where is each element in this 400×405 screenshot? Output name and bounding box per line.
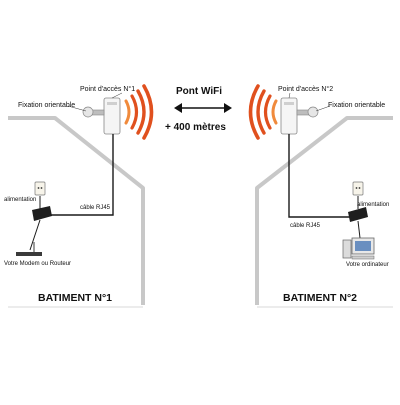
access-point-1-label: Point d'accès N°1 xyxy=(80,86,136,93)
power-2-label: alimentation xyxy=(357,202,390,208)
mount-icon xyxy=(296,106,319,118)
power-adapter-icon xyxy=(32,206,52,221)
building-2-label: BATIMENT N°2 xyxy=(283,292,358,304)
cable-2-label: câble RJ45 xyxy=(290,223,321,229)
device-cable-right xyxy=(357,220,361,239)
device-1-label: Votre Modem ou Routeur xyxy=(4,261,72,267)
device-cable-left xyxy=(29,219,41,251)
ap-pointer xyxy=(288,92,291,99)
device-2-label: Votre ordinateur xyxy=(346,262,389,268)
bridge-distance: + 400 mètres xyxy=(165,122,226,133)
router-icon xyxy=(16,242,42,256)
access-point-icon xyxy=(103,97,121,135)
access-point-icon xyxy=(280,97,298,135)
cable-1-label: câble RJ45 xyxy=(80,205,111,211)
bridge-title: Pont WiFi xyxy=(176,86,223,97)
computer-icon xyxy=(342,237,375,260)
double-arrow-icon xyxy=(174,103,232,113)
power-outlet-icon xyxy=(352,181,364,196)
building-1-outline xyxy=(8,116,145,305)
building-1-label: BATIMENT N°1 xyxy=(38,292,113,304)
mount-1-label: Fixation orientable xyxy=(18,102,76,109)
wifi-wave-icon xyxy=(248,84,278,140)
ap-pointer xyxy=(111,92,123,99)
mount-pointer xyxy=(67,105,87,112)
building-2-outline xyxy=(255,116,393,305)
power-1-label: alimentation xyxy=(4,197,37,203)
cable-right xyxy=(288,134,352,218)
mount-icon xyxy=(82,106,105,118)
cable-left xyxy=(47,134,114,216)
power-adapter-icon xyxy=(348,207,368,222)
power-outlet-icon xyxy=(34,181,46,196)
mount-2-label: Fixation orientable xyxy=(328,102,386,109)
wifi-wave-icon xyxy=(124,84,154,140)
mount-pointer xyxy=(315,105,331,112)
access-point-2-label: Point d'accès N°2 xyxy=(278,86,334,93)
